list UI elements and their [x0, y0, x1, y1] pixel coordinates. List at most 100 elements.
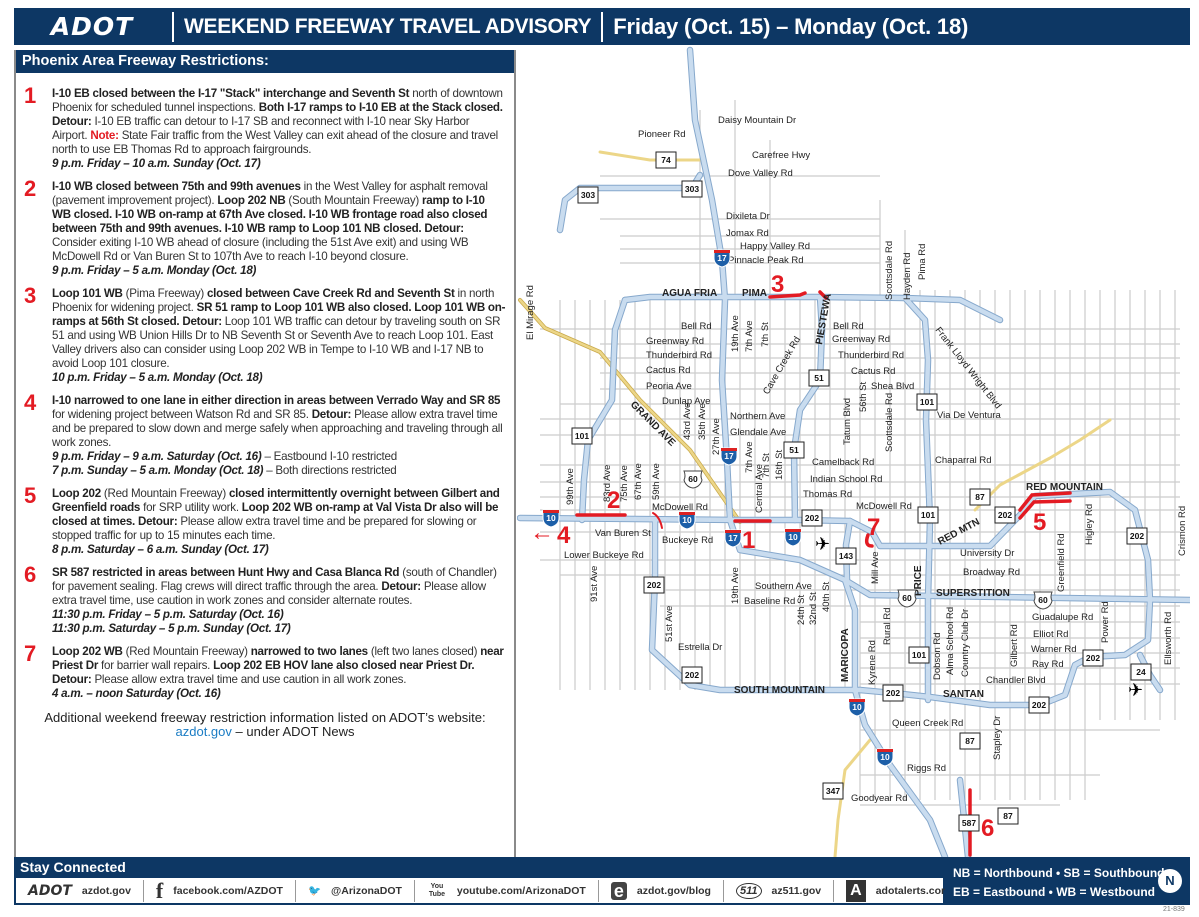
body-text: (south of Chandler) for pavement sealing… — [52, 566, 497, 593]
i10 — [517, 489, 1153, 708]
shield-number: 202 — [805, 513, 819, 523]
map-label: Northern Ave — [730, 411, 785, 422]
social-link[interactable]: e azdot.gov/blog — [599, 879, 724, 902]
shield-number: 10 — [546, 513, 556, 523]
shield-number: 10 — [880, 752, 890, 762]
map-label: Pinnacle Peak Rd — [728, 255, 804, 266]
shield-number: 143 — [839, 551, 853, 561]
interstate-shield-icon — [848, 698, 866, 717]
social-link[interactable]: 🐦@ArizonaDOT — [296, 879, 415, 902]
closure-marker: 2 — [607, 487, 620, 514]
restriction-number: 5 — [24, 483, 37, 508]
route-shield: 101 — [916, 393, 938, 411]
route-shield: 17 — [720, 447, 738, 466]
sr51 — [791, 294, 825, 523]
map-label: SOUTH MOUNTAIN — [734, 685, 825, 696]
state-route-shield-icon — [577, 186, 599, 204]
restriction-text: Loop 101 WB (Pima Freeway) closed betwee… — [52, 287, 506, 385]
map-label: Southern Ave — [755, 581, 812, 592]
map-label: Buckeye Rd — [662, 535, 713, 546]
time-window: 8 p.m. Saturday – 6 a.m. Sunday (Oct. 17… — [52, 543, 269, 556]
interstate-shield-icon — [542, 509, 560, 528]
map-label: Indian School Rd — [810, 474, 882, 485]
shield-number: 202 — [685, 670, 699, 680]
route-shield: 202 — [1028, 696, 1050, 714]
state-route-shield-icon — [681, 180, 703, 198]
state-route-shield-icon — [801, 509, 823, 527]
body-text: (Pima Freeway) — [122, 287, 207, 300]
loop101-pima-east — [902, 295, 1003, 323]
shield-number: 87 — [975, 492, 985, 502]
shield-number: 17 — [728, 533, 738, 543]
map-label: Ray Rd — [1032, 659, 1064, 670]
divider — [601, 11, 604, 42]
body-text: for widening project between Watson Rd a… — [52, 408, 312, 421]
panel-title: Phoenix Area Freeway Restrictions: — [16, 50, 514, 73]
closure-marker: 1 — [742, 527, 755, 554]
map-label: Pioneer Rd — [638, 129, 686, 140]
loop101-north — [622, 294, 933, 703]
social-link-text: facebook.com/AZDOT — [173, 884, 283, 897]
restriction-number: 4 — [24, 390, 37, 415]
map-label: Guadalupe Rd — [1032, 612, 1093, 623]
grand-ave-road — [518, 298, 742, 524]
us60 — [842, 577, 1190, 603]
social-icon: e — [610, 881, 627, 900]
state-route-shield-icon — [1082, 649, 1104, 667]
social-link-text: youtube.com/ArizonaDOT — [456, 884, 586, 897]
body-text: I-10 EB traffic can detour to I-17 SB an… — [52, 115, 470, 142]
shield-number: 202 — [1086, 653, 1100, 663]
map-label: 99th Ave — [565, 468, 576, 505]
map-label: 24th St — [796, 595, 807, 625]
map-label: Thunderbird Rd — [838, 350, 904, 361]
interstate-shield-icon — [713, 249, 731, 268]
social-icon: ADOT — [28, 882, 72, 899]
abbreviation-legend: NB = Northbound • SB = Southbound EB = E… — [945, 857, 1190, 905]
route-shield: 74 — [655, 151, 677, 169]
airport-icon: ✈ — [815, 534, 830, 554]
adot-logo: ADOT — [50, 12, 134, 41]
closure-marker: 3 — [771, 271, 784, 298]
social-link-text: azdot.gov/blog — [636, 884, 711, 897]
route-shield: 60 — [683, 470, 703, 489]
restriction-text: I-10 WB closed between 75th and 99th ave… — [52, 180, 506, 278]
azdot-link[interactable]: azdot.gov — [175, 724, 232, 739]
time-window: 11:30 p.m. Saturday – 5 p.m. Sunday (Oct… — [52, 622, 291, 635]
map-label: Power Rd — [1100, 601, 1111, 643]
route-shield: 87 — [969, 488, 991, 506]
bold-text: Loop 202 WB — [52, 645, 123, 658]
map-label: Baseline Rd — [744, 596, 795, 607]
bold-text: Both I-17 ramps to I-10 EB at the Stack … — [52, 101, 503, 128]
shield-number: 202 — [647, 580, 661, 590]
social-link-text: @ArizonaDOT — [331, 884, 402, 897]
state-route-shield-icon — [994, 506, 1016, 524]
body-text: Please allow extra travel time, use caut… — [52, 580, 486, 607]
map-label: PIMA — [742, 288, 767, 299]
us-route-shield-icon — [1033, 591, 1053, 610]
state-route-shield-icon — [783, 441, 805, 459]
map-label: Frank Lloyd Wright Blvd — [933, 325, 1004, 411]
route-shield: 202 — [994, 506, 1016, 524]
shield-number: 87 — [1003, 811, 1013, 821]
i10-south — [842, 577, 948, 857]
shield-number: 303 — [581, 190, 595, 200]
map-label: SUPERSTITION — [936, 588, 1010, 599]
shield-number: 101 — [912, 650, 926, 660]
restriction-text: Loop 202 (Red Mountain Freeway) closed i… — [52, 487, 506, 557]
shield-number: 60 — [1038, 595, 1048, 605]
map-label: Dunlap Ave — [662, 396, 710, 407]
state-route-shield-icon — [908, 646, 930, 664]
route-shield: 60 — [897, 589, 917, 608]
bold-text: SR 587 restricted in areas between Hunt … — [52, 566, 400, 579]
body-text: Loop 101 WB traffic can detour by travel… — [52, 315, 501, 370]
time-window: 10 p.m. Friday – 5 a.m. Monday (Oct. 18) — [52, 371, 263, 384]
map-label: Greenway Rd — [646, 336, 704, 347]
bold-text: Detour: — [311, 408, 352, 421]
